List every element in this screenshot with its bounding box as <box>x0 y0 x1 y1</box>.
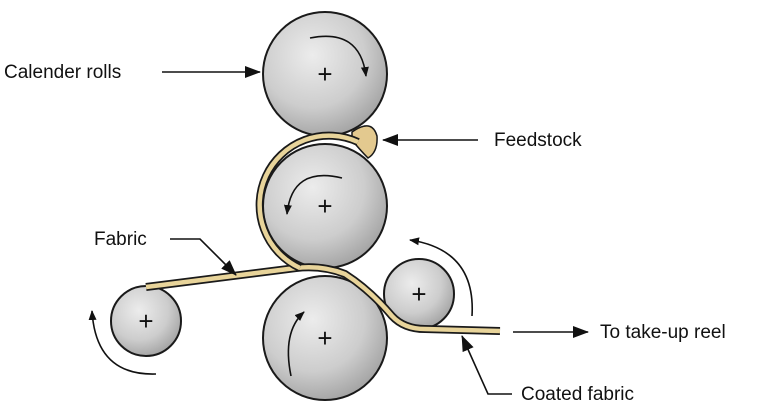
middle-roll-center-mark: + <box>317 191 332 221</box>
feedstock-bank <box>351 125 378 159</box>
bottom-roll-center-mark: + <box>317 323 332 353</box>
coated-fabric-label: Coated fabric <box>521 384 634 405</box>
feedstock-label: Feedstock <box>494 130 582 151</box>
bottom-roll-rotation-arrow <box>287 311 305 377</box>
take-off-roll-rotation-arrow <box>409 237 473 317</box>
middle-roll-rotation-arrow <box>283 174 343 215</box>
take-up-reel-label: To take-up reel <box>600 322 726 343</box>
calender-rolls-label: Calender rolls <box>4 62 121 83</box>
top-roll-center-mark: + <box>317 59 332 89</box>
feed-roll-center-mark: + <box>138 306 153 336</box>
top-roll-rotation-arrow <box>309 35 369 77</box>
bottom-calender-roll <box>262 275 388 401</box>
feed-roll-rotation-arrow <box>88 310 157 375</box>
fabric-leader-arrow <box>170 238 237 276</box>
fabric-web-fill <box>145 265 501 334</box>
fabric-label: Fabric <box>94 229 147 250</box>
coating-wrap-fill <box>257 133 359 271</box>
take-off-roll-center-mark: + <box>411 279 426 309</box>
coated-fabric-leader-arrow <box>461 335 512 395</box>
